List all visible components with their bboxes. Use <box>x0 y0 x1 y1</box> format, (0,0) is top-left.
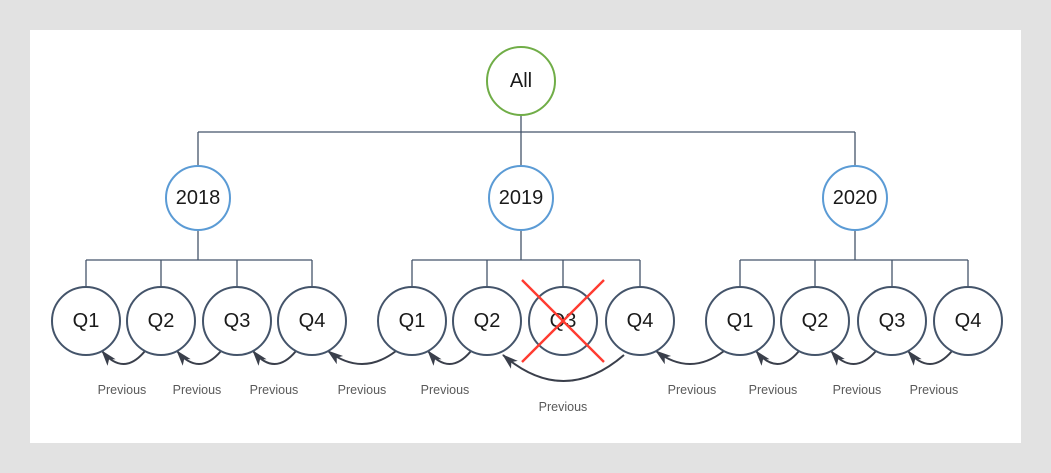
node-q2019-2-circle[interactable] <box>452 286 522 356</box>
node-q2018-1[interactable]: Q1 <box>51 286 121 356</box>
arrow-label-prev-9: Previous <box>833 383 882 397</box>
arrow-prev-2 <box>176 350 222 366</box>
node-q2018-4-label: Q4 <box>299 310 326 332</box>
node-q2019-2-label: Q2 <box>474 310 501 332</box>
arrow-prev-10 <box>907 350 953 366</box>
arrow-label-prev-10: Previous <box>910 383 959 397</box>
node-year-2020-label: 2020 <box>833 187 878 209</box>
previous-arrows <box>101 350 953 382</box>
node-year-2018-circle[interactable] <box>165 165 231 231</box>
node-q2020-4-circle[interactable] <box>933 286 1003 356</box>
node-all-circle[interactable] <box>486 46 556 116</box>
node-all-label: All <box>510 70 532 92</box>
node-year-2018[interactable]: 2018 <box>165 165 231 231</box>
node-q2019-4[interactable]: Q4 <box>605 286 675 356</box>
arrow-prev-3 <box>252 350 297 366</box>
arrow-label-prev-7: Previous <box>668 383 717 397</box>
node-q2018-4-circle[interactable] <box>277 286 347 356</box>
node-q2018-3-label: Q3 <box>224 310 251 332</box>
node-q2020-1[interactable]: Q1 <box>705 286 775 356</box>
node-q2018-3-circle[interactable] <box>202 286 272 356</box>
node-q2020-4[interactable]: Q4 <box>933 286 1003 356</box>
arrow-label-prev-2: Previous <box>173 383 222 397</box>
node-q2018-3[interactable]: Q3 <box>202 286 272 356</box>
arrow-label-prev-4: Previous <box>338 383 387 397</box>
arrow-prev-9 <box>830 350 877 366</box>
node-year-2018-label: 2018 <box>176 187 221 209</box>
arrow-prev-4 <box>327 350 397 365</box>
node-q2020-2[interactable]: Q2 <box>780 286 850 356</box>
node-q2018-2-circle[interactable] <box>126 286 196 356</box>
node-year-2019-label: 2019 <box>499 187 544 209</box>
node-q2020-1-label: Q1 <box>727 310 754 332</box>
node-all[interactable]: All <box>486 46 556 116</box>
node-q2019-2[interactable]: Q2 <box>452 286 522 356</box>
node-q2020-2-label: Q2 <box>802 310 829 332</box>
node-q2019-1-label: Q1 <box>399 310 426 332</box>
arrow-prev-5 <box>427 350 472 366</box>
arrow-prev-8 <box>755 350 800 366</box>
node-year-2019-circle[interactable] <box>488 165 554 231</box>
node-q2020-3[interactable]: Q3 <box>857 286 927 356</box>
arrow-label-prev-8: Previous <box>749 383 798 397</box>
node-q2020-2-circle[interactable] <box>780 286 850 356</box>
node-q2020-3-label: Q3 <box>879 310 906 332</box>
arrow-prev-6 <box>502 354 625 382</box>
node-q2020-4-label: Q4 <box>955 310 982 332</box>
arrow-prev-1 <box>101 350 146 366</box>
node-year-2020-circle[interactable] <box>822 165 888 231</box>
node-year-2020[interactable]: 2020 <box>822 165 888 231</box>
node-q2019-1[interactable]: Q1 <box>377 286 447 356</box>
node-q2019-3[interactable]: Q3 <box>521 279 605 363</box>
node-q2019-4-circle[interactable] <box>605 286 675 356</box>
arrow-label-prev-5: Previous <box>421 383 470 397</box>
node-q2019-3-strike-2 <box>521 279 605 363</box>
arrow-label-prev-1: Previous <box>98 383 147 397</box>
arrow-label-prev-3: Previous <box>250 383 299 397</box>
node-q2018-2[interactable]: Q2 <box>126 286 196 356</box>
node-q2019-1-circle[interactable] <box>377 286 447 356</box>
node-q2018-2-label: Q2 <box>148 310 175 332</box>
node-q2020-1-circle[interactable] <box>705 286 775 356</box>
node-q2020-3-circle[interactable] <box>857 286 927 356</box>
node-year-2019[interactable]: 2019 <box>488 165 554 231</box>
tree-connectors <box>85 115 969 287</box>
node-q2019-4-label: Q4 <box>627 310 654 332</box>
arrow-prev-7 <box>655 350 725 365</box>
node-q2018-4[interactable]: Q4 <box>277 286 347 356</box>
arrow-label-prev-6: Previous <box>539 400 588 414</box>
node-q2018-1-label: Q1 <box>73 310 100 332</box>
node-q2018-1-circle[interactable] <box>51 286 121 356</box>
